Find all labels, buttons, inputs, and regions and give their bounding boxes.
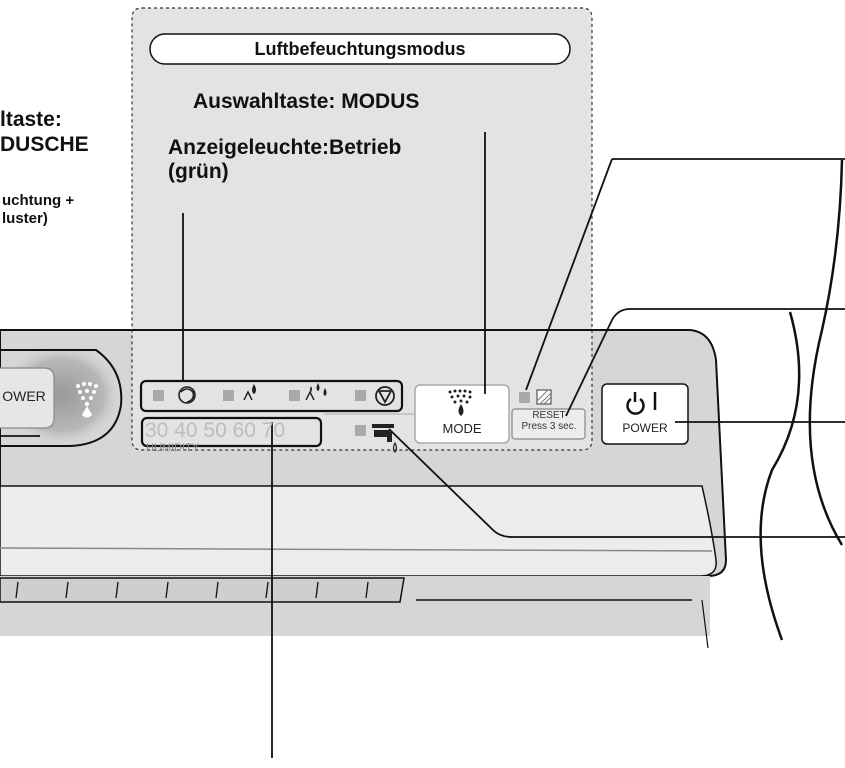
vent-bar (0, 577, 405, 603)
front-strip-line (0, 547, 713, 552)
side-cut-shape (759, 300, 845, 640)
humidity-caption: HUMIDITY (146, 442, 200, 454)
indicator-label-line2: (grün) (168, 160, 229, 183)
side-cut-curve-1 (759, 311, 801, 641)
filter-icon (536, 389, 552, 405)
humidity-values: 30 40 50 60 70 (145, 419, 286, 442)
indicator-label-line1: Anzeigeleuchte:Betrieb (168, 136, 402, 159)
leader-lines (0, 132, 845, 758)
vent-ticks (15, 581, 369, 599)
shower-button-outline (0, 349, 123, 447)
left-small-label-line2: luster) (2, 210, 48, 227)
reset-label-line1: RESET (532, 410, 566, 421)
left-top-label-line2: DUSCHE (0, 133, 89, 156)
faucet-icon (372, 424, 398, 453)
shower-icon (375, 386, 395, 406)
mode-button-label[interactable]: MODE (442, 421, 482, 436)
mode-title-pill (149, 33, 571, 65)
humidity-box (140, 416, 323, 448)
swirl-icon (178, 386, 196, 404)
select-button-label: Auswahltaste: MODUS (193, 90, 420, 113)
power-icon (626, 392, 657, 415)
side-cut-curve-2 (808, 159, 844, 546)
reset-label-line2: Press 3 sec. (521, 421, 577, 432)
reset-button-frame[interactable] (511, 408, 586, 440)
left-power-button-label[interactable]: OWER (2, 388, 46, 404)
mode-spray-icon (448, 389, 472, 416)
droplet-one-icon (243, 384, 256, 401)
device-front-strip (0, 485, 717, 577)
left-button-outline (0, 367, 55, 429)
mode-box-title: Luftbefeuchtungsmodus (254, 38, 466, 59)
left-small-label-line1: uchtung + (2, 192, 75, 209)
power-button-label[interactable]: POWER (622, 421, 668, 435)
mode-indicator-row (139, 379, 404, 413)
reset-button-label[interactable]: RESET Press 3 sec. (514, 410, 584, 432)
shower-spray-icon (76, 382, 98, 418)
left-top-label-line1: ltaste: (0, 108, 62, 131)
power-button-frame[interactable] (601, 383, 689, 445)
droplets-three-icon (305, 383, 327, 401)
mode-highlight-area (132, 8, 592, 330)
mode-dashed-outline (131, 7, 593, 451)
indicator-leds (153, 390, 530, 436)
base-edge (701, 599, 709, 649)
